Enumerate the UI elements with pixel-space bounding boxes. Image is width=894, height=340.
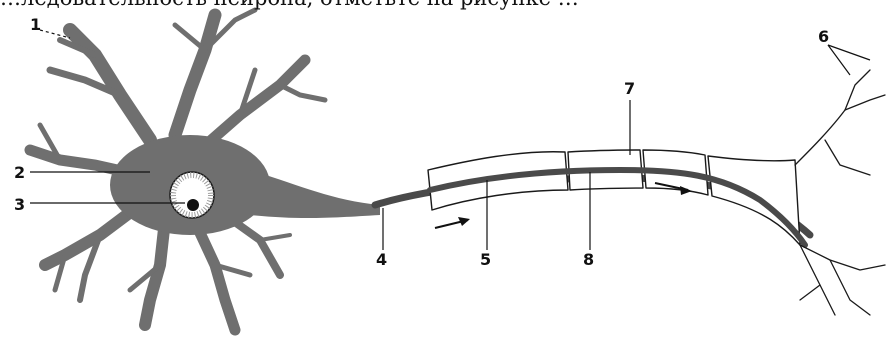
axon-hillock: [250, 170, 380, 218]
leader-6: [828, 45, 870, 60]
nucleolus: [187, 199, 199, 211]
label-6: 6: [818, 27, 829, 46]
label-1: 1: [30, 15, 41, 34]
myelin-sheath: [428, 150, 800, 245]
label-2: 2: [14, 163, 25, 182]
label-3: 3: [14, 195, 25, 214]
label-5: 5: [480, 250, 491, 269]
label-7: 7: [624, 79, 635, 98]
cropped-header-text: …ледовательность нейрона, отметьте на ри…: [0, 0, 894, 10]
label-8: 8: [583, 250, 594, 269]
label-4: 4: [376, 250, 387, 269]
number-labels: 1 2 3 4 5 6 7 8: [14, 15, 829, 269]
axon-terminals: [795, 70, 885, 315]
nucleus: [170, 172, 214, 218]
